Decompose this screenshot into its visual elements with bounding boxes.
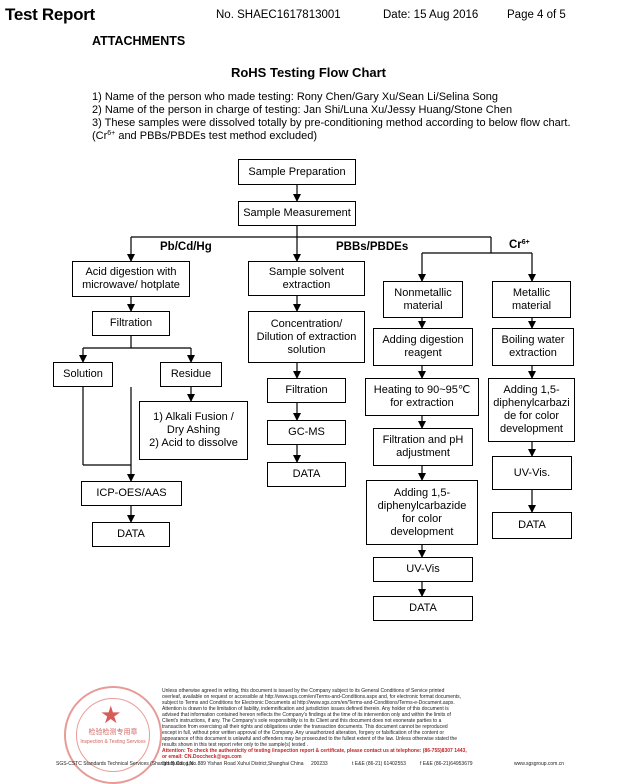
footer-terms-line-10: results shown in this test report refer … xyxy=(162,742,309,748)
footer-postcode: 200233 xyxy=(311,761,328,767)
attachments-heading: ATTACHMENTS xyxy=(92,34,186,48)
footer-terms-line-4: Attention is drawn to the limitation of … xyxy=(162,706,449,712)
pb-data-box: DATA xyxy=(92,522,170,547)
footer-terms-line-2: overleaf, available on request or access… xyxy=(162,694,462,700)
branch-label-cr6: Cr6+ xyxy=(509,239,530,251)
footer-telephone: t E&E (86-21) 61402553 xyxy=(352,761,406,767)
company-stamp-seal: ★ 检验检测专用章 Inspection & Testing Services xyxy=(64,686,162,784)
flowchart-title: RoHS Testing Flow Chart xyxy=(230,65,387,80)
report-date: Date: 15 Aug 2016 xyxy=(383,9,479,21)
solution-box: Solution xyxy=(53,362,113,387)
footer-terms-line-5: advised that information contained hereo… xyxy=(162,712,451,718)
footer-terms-line-1: Unless otherwise agreed in writing, this… xyxy=(162,688,445,694)
pbb-data-box: DATA xyxy=(267,462,346,487)
pb-filtration-box: Filtration xyxy=(92,311,170,336)
footer-terms-line-8: except in full, without prior written ap… xyxy=(162,730,445,736)
footer-attention: Attention: To check the authenticity of … xyxy=(162,748,467,754)
solvent-extraction-box: Sample solvent extraction xyxy=(248,261,365,296)
footer-company-name: SGS-CSTC Standards Technical Services (S… xyxy=(56,761,195,767)
filtration-ph-box: Filtration and pH adjustment xyxy=(373,428,473,466)
note-line-3: 3) These samples were dissolved totally … xyxy=(92,117,571,129)
alkali-fusion-line-3: 2) Acid to dissolve xyxy=(149,437,238,449)
alkali-fusion-line-1: 1) Alkali Fusion / xyxy=(153,411,234,423)
sample-measurement-box: Sample Measurement xyxy=(238,201,356,226)
nonmetallic-uv-vis-box: UV-Vis xyxy=(373,557,473,582)
stamp-text-cn: 检验检测专用章 xyxy=(88,729,138,736)
note-line-1: 1) Name of the person who made testing: … xyxy=(92,91,499,103)
star-icon: ★ xyxy=(100,702,122,729)
footer-terms-line-9: appearance of this document is unlawful … xyxy=(162,736,458,742)
report-number: No. SHAEC1617813001 xyxy=(216,9,341,21)
note-line-2: 2) Name of the person in charge of testi… xyxy=(92,104,513,116)
footer-address: 3rd Building,No.889 Yishan Road Xuhui Di… xyxy=(162,761,304,767)
footer-terms-line-7: transaction from exercising all their ri… xyxy=(162,724,448,730)
footer-website-link[interactable]: www.sgsgroup.com.cn xyxy=(514,761,565,767)
stamp-text-en: Inspection & Testing Services xyxy=(80,739,146,745)
note-line-4: (Cr6+ and PBBs/PBDEs test method exclude… xyxy=(92,130,318,142)
page-indicator: Page 4 of 5 xyxy=(507,9,566,21)
nonmetallic-diphenylcarbazide-box: Adding 1,5-diphenylcarbazide for color d… xyxy=(366,480,478,545)
nonmetallic-material-box: Nonmetallic material xyxy=(383,281,463,318)
heating-extraction-box: Heating to 90~95℃ for extraction xyxy=(365,378,479,416)
residue-box: Residue xyxy=(160,362,222,387)
branch-label-pb-cd-hg: Pb/Cd/Hg xyxy=(160,241,212,253)
adding-digestion-reagent-box: Adding digestion reagent xyxy=(373,328,473,366)
alkali-fusion-box: 1) Alkali Fusion / Dry Ashing 2) Acid to… xyxy=(139,401,248,460)
sample-preparation-box: Sample Preparation xyxy=(238,159,356,185)
boiling-water-extraction-box: Boiling water extraction xyxy=(492,328,574,366)
metallic-diphenylcarbazide-box: Adding 1,5-diphenylcarbazi de for color … xyxy=(488,378,575,442)
footer-fax: f E&E (86-21)64953679 xyxy=(420,761,473,767)
footer-email: or email: CN.Doccheck@sgs.com xyxy=(162,754,242,760)
concentration-dilution-box: Concentration/ Dilution of extraction so… xyxy=(248,311,365,363)
pbb-filtration-box: Filtration xyxy=(267,378,346,403)
branch-label-pbbs-pbdes: PBBs/PBDEs xyxy=(336,241,409,253)
footer-terms-line-6: Client's instructions, if any. The Compa… xyxy=(162,718,442,724)
footer-terms-line-3: subject to Terms and Conditions for Elec… xyxy=(162,700,455,706)
report-title: Test Report xyxy=(5,5,95,24)
nonmetallic-data-box: DATA xyxy=(373,596,473,621)
alkali-fusion-line-2: Dry Ashing xyxy=(166,424,221,436)
metallic-data-box: DATA xyxy=(492,512,572,539)
metallic-uv-vis-box: UV-Vis. xyxy=(492,456,572,490)
metallic-material-box: Metallic material xyxy=(492,281,571,318)
gc-ms-box: GC-MS xyxy=(267,420,346,445)
acid-digestion-box: Acid digestion with microwave/ hotplate xyxy=(72,261,190,297)
icp-oes-aas-box: ICP-OES/AAS xyxy=(81,481,182,506)
